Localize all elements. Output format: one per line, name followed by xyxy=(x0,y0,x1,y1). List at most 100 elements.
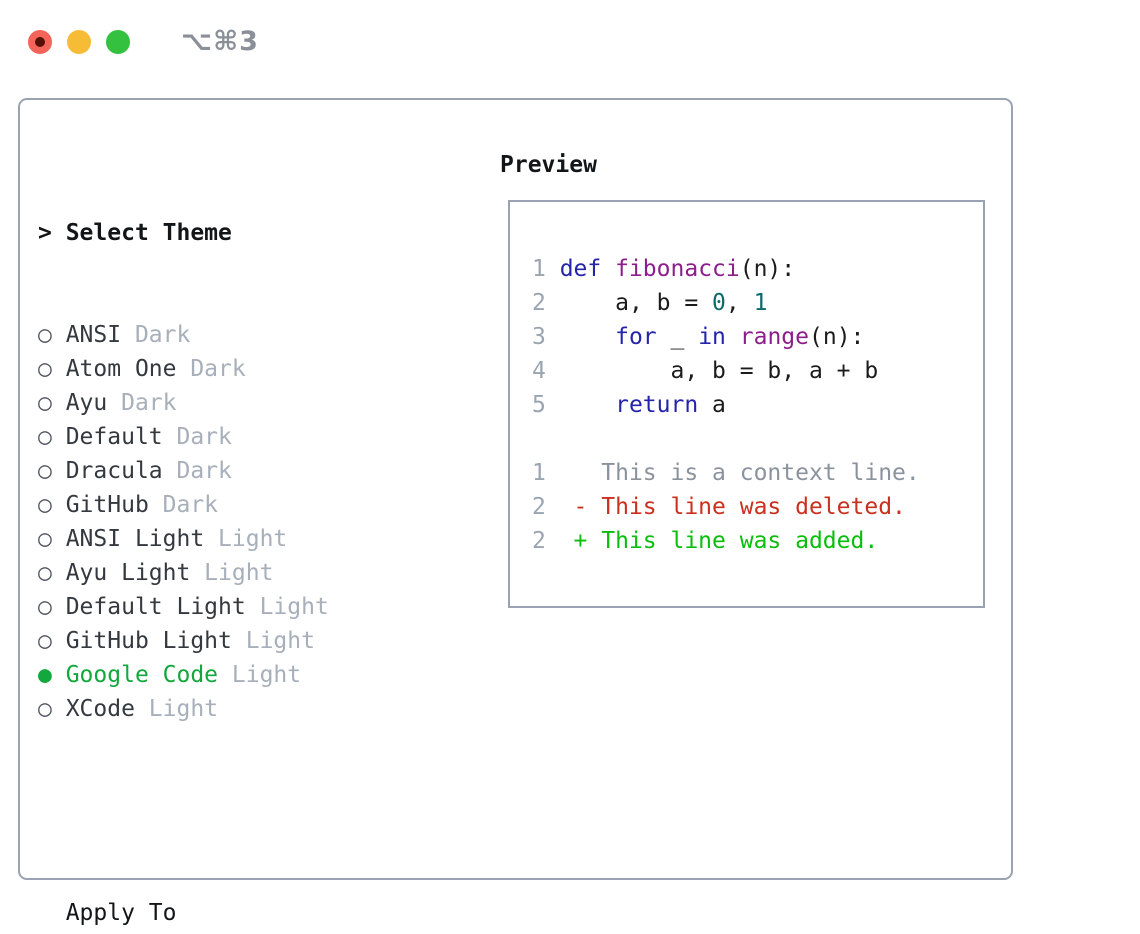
theme-name: GitHub Light xyxy=(65,628,232,654)
theme-selector-panel: > Select Theme ○ ANSI Dark○ Atom One Dar… xyxy=(18,98,1013,926)
preview-code-line: 2 - This line was deleted. xyxy=(532,490,983,524)
radio-icon: ○ xyxy=(38,322,66,348)
theme-variant: Light xyxy=(231,628,315,654)
theme-name: Google Code xyxy=(65,662,219,688)
code-segment-plain xyxy=(560,324,615,350)
code-segment-typ: range xyxy=(739,324,809,350)
theme-name: Default xyxy=(65,424,163,450)
theme-name: Ayu xyxy=(65,390,108,416)
titlebar: ⌥⌘3 xyxy=(28,26,259,57)
traffic-lights xyxy=(28,29,145,54)
theme-option-google-code[interactable]: ● Google Code Light xyxy=(38,658,426,692)
theme-variant: Dark xyxy=(162,424,232,450)
apply-to-title: Apply To xyxy=(65,900,177,926)
theme-variant: Light xyxy=(134,696,219,722)
theme-option-atom-one[interactable]: ○ Atom One Dark xyxy=(38,352,426,386)
theme-variant: Dark xyxy=(176,356,246,382)
theme-option-github[interactable]: ○ GitHub Dark xyxy=(38,488,426,522)
line-number: 1 xyxy=(532,256,560,282)
code-segment-del: - This line was deleted. xyxy=(559,494,906,520)
theme-option-dracula[interactable]: ○ Dracula Dark xyxy=(38,454,426,488)
theme-name: Dracula xyxy=(65,458,163,484)
close-dot-icon xyxy=(35,36,45,47)
theme-list-column: > Select Theme ○ ANSI Dark○ Atom One Dar… xyxy=(38,148,426,934)
keyboard-shortcut-label: ⌥⌘3 xyxy=(181,26,259,57)
preview-code-line: 5 return a xyxy=(532,388,983,422)
theme-variant: Dark xyxy=(148,492,219,518)
code-segment-kwd: def xyxy=(559,256,602,282)
code-segment-plain: a, b = b, a + b xyxy=(559,358,879,384)
radio-icon: ○ xyxy=(38,390,66,416)
theme-option-ansi-light[interactable]: ○ ANSI Light Light xyxy=(38,522,426,556)
radio-icon: ○ xyxy=(38,526,66,552)
theme-variant: Light xyxy=(204,526,288,552)
code-segment-plain: (n): xyxy=(739,256,796,282)
select-theme-title: Select Theme xyxy=(65,220,232,246)
radio-icon: ○ xyxy=(38,492,66,518)
theme-name: ANSI Light xyxy=(65,526,205,552)
theme-option-default-light[interactable]: ○ Default Light Light xyxy=(38,590,426,624)
preview-code-line: 1 def fibonacci(n): xyxy=(532,252,983,286)
code-segment-plain: a, b = xyxy=(559,290,713,316)
theme-name: Atom One xyxy=(65,356,177,382)
code-segment-kwd: for xyxy=(615,324,657,350)
minimize-button[interactable] xyxy=(67,29,91,54)
line-number: 2 xyxy=(532,528,560,554)
zoom-button[interactable] xyxy=(106,29,130,54)
theme-option-default[interactable]: ○ Default Dark xyxy=(38,420,426,454)
preview-code-line: 1 This is a context line. xyxy=(532,456,983,490)
theme-name: Default Light xyxy=(65,594,246,620)
theme-option-ansi[interactable]: ○ ANSI Dark xyxy=(38,318,426,352)
radio-icon: ○ xyxy=(38,356,66,382)
focus-caret-icon: > xyxy=(38,220,66,246)
preview-code-line xyxy=(532,422,983,456)
theme-variant: Dark xyxy=(107,390,177,416)
radio-icon: ○ xyxy=(38,560,66,586)
spacer xyxy=(38,794,426,828)
theme-option-ayu-light[interactable]: ○ Ayu Light Light xyxy=(38,556,426,590)
code-segment-plain xyxy=(601,256,615,282)
apply-to-header: Apply To xyxy=(38,896,426,930)
theme-variant: Dark xyxy=(162,458,232,484)
theme-name: XCode xyxy=(65,696,135,722)
code-segment-lit: 0 xyxy=(712,290,726,316)
radio-icon: ○ xyxy=(38,628,66,654)
line-number: 1 xyxy=(532,460,560,486)
theme-name: Ayu Light xyxy=(65,560,191,586)
preview-code-line: 2 + This line was added. xyxy=(532,524,983,558)
preview-code-line: 3 for _ in range(n): xyxy=(532,320,983,354)
preview-title: Preview xyxy=(500,152,597,178)
code-segment-lit: 1 xyxy=(753,290,768,316)
code-segment-typ: fibonacci xyxy=(615,256,740,282)
code-segment-plain xyxy=(726,324,740,350)
code-segment-plain: , xyxy=(725,290,754,316)
theme-variant: Light xyxy=(190,560,274,586)
line-number: 3 xyxy=(532,324,560,350)
theme-variant: Light xyxy=(245,594,329,620)
code-segment-plain: _ xyxy=(656,324,699,350)
radio-icon: ○ xyxy=(38,458,66,484)
theme-name: GitHub xyxy=(65,492,149,518)
line-number: 5 xyxy=(532,392,560,418)
preview-code-line: 2 a, b = 0, 1 xyxy=(532,286,983,320)
code-segment-kwd: in xyxy=(698,324,726,350)
theme-option-github-light[interactable]: ○ GitHub Light Light xyxy=(38,624,426,658)
code-segment-ctx: This is a context line. xyxy=(559,460,920,486)
theme-option-ayu[interactable]: ○ Ayu Dark xyxy=(38,386,426,420)
theme-variant: Light xyxy=(218,662,302,688)
theme-name: ANSI xyxy=(65,322,122,348)
radio-icon: ○ xyxy=(38,424,66,450)
code-segment-plain: a xyxy=(698,392,726,418)
code-segment-plain xyxy=(560,392,615,418)
theme-option-xcode[interactable]: ○ XCode Light xyxy=(38,692,426,726)
close-button[interactable] xyxy=(28,29,52,54)
code-segment-plain: (n): xyxy=(809,324,865,350)
preview-column: Preview 1 def fibonacci(n):2 a, b = 0, 1… xyxy=(500,148,985,608)
radio-icon: ○ xyxy=(38,696,66,722)
theme-variant: Dark xyxy=(121,322,191,348)
line-number: 2 xyxy=(532,494,560,520)
radio-selected-icon: ● xyxy=(38,662,66,688)
line-number: 4 xyxy=(532,358,560,384)
